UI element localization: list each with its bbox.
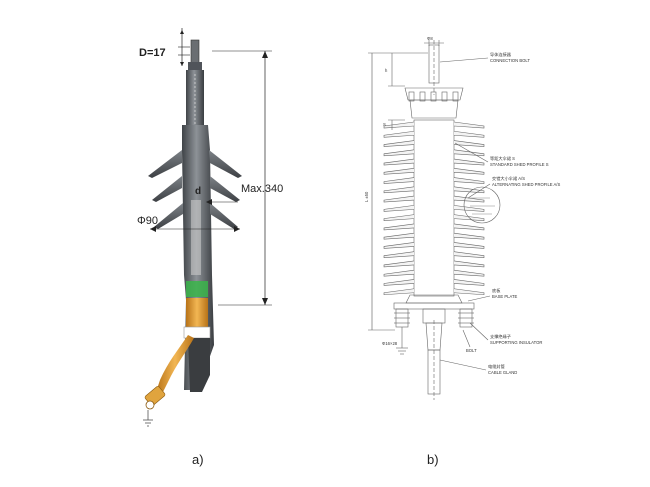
- shed: [383, 158, 485, 166]
- top-fitting: [404, 87, 464, 101]
- top-bolts: [408, 91, 459, 102]
- figure-b-sheds: [383, 119, 485, 297]
- shed: [383, 279, 485, 286]
- shed: [383, 223, 485, 231]
- label-bolt-en: BOLT: [466, 348, 477, 353]
- label-alternating-shed-en: ALTERNATING SHED PROFILE A/S: [492, 182, 560, 187]
- shed: [383, 130, 485, 138]
- shed: [383, 260, 485, 268]
- supporting-insulators: [394, 308, 474, 328]
- figure-b-labels: Φ8 h S L ±50 Φ16×28 导体连接器 CONNECTION BOL…: [364, 36, 560, 467]
- dim-s-label: S: [383, 122, 386, 127]
- shed: [383, 214, 485, 221]
- shed: [383, 121, 485, 129]
- dim-small-d-label: d: [195, 186, 201, 197]
- shed: [383, 269, 485, 277]
- shed: [383, 242, 485, 249]
- label-connection-bolt-cn: 导体连接器: [490, 51, 512, 58]
- caption-b: b): [427, 452, 439, 467]
- cable: [188, 338, 210, 392]
- ground-lug: [143, 386, 166, 427]
- dim-h-label: h: [385, 68, 388, 73]
- dim-d-label: D=17: [139, 47, 166, 59]
- shed: [383, 140, 485, 147]
- insulator-core: [413, 119, 455, 297]
- shed: [383, 232, 485, 240]
- shed: [383, 149, 485, 157]
- green-stress-ring: [186, 281, 208, 297]
- figure-a-termination: D=17 Max.340 d Φ90 a): [137, 28, 283, 467]
- dim-phi-top-label: Φ8: [427, 36, 433, 41]
- shed: [383, 195, 485, 203]
- shed: [383, 168, 485, 175]
- label-standard-shed-en: STANDARD SHED PROFILE S: [490, 162, 549, 167]
- alternating-shed-detail: [463, 186, 501, 224]
- label-supporting-insulator-en: SUPPORTING INSULATOR: [490, 340, 542, 345]
- label-base-plate-cn: 底板: [492, 287, 501, 294]
- figure-b-lower: [368, 40, 501, 400]
- label-supporting-insulator-cn: 支撑绝缘子: [490, 333, 511, 340]
- shed: [383, 186, 485, 194]
- shed: [383, 177, 485, 184]
- base-plate: [393, 302, 475, 310]
- label-connection-bolt-en: CONNECTION BOLT: [490, 58, 530, 63]
- shed: [383, 205, 485, 212]
- insulator-sheds: [148, 150, 242, 229]
- ground-size-label: Φ16×28: [382, 341, 398, 346]
- label-alternating-shed-cn: 交错大小伞裙 A/S: [492, 175, 525, 182]
- dim-l-label: L ±50: [364, 191, 369, 202]
- figure-b-drawing: [404, 40, 464, 119]
- shed: [383, 288, 485, 296]
- label-base-plate-en: BASE PLATE: [492, 294, 517, 299]
- label-standard-shed-cn: 等距大伞裙 S: [490, 155, 515, 162]
- ground-braid: [156, 335, 194, 394]
- label-cable-gland-cn: 电缆封管: [488, 363, 505, 370]
- dim-phi-label: Φ90: [137, 215, 158, 227]
- caption-a: a): [192, 452, 204, 467]
- label-cable-gland-en: CABLE GLAND: [488, 370, 517, 375]
- shed: [383, 251, 485, 259]
- dim-max-label: Max.340: [241, 183, 283, 195]
